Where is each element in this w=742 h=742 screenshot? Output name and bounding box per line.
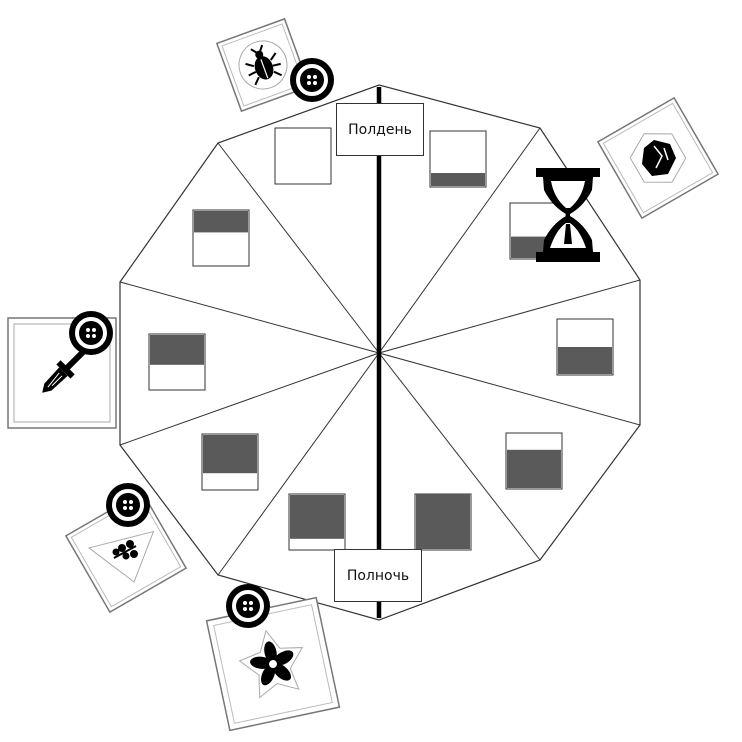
pawn-icon[interactable] bbox=[290, 58, 334, 102]
sector-fill bbox=[507, 449, 561, 488]
flower-icon bbox=[250, 641, 294, 686]
noon-label: Полдень bbox=[336, 103, 424, 156]
sector-fill bbox=[150, 335, 204, 365]
sector-fill bbox=[290, 495, 344, 539]
sector-slot-midnight-right[interactable] bbox=[414, 493, 472, 551]
sector-lines bbox=[119, 127, 641, 576]
pawn-icon[interactable] bbox=[106, 483, 150, 527]
herb-icon bbox=[112, 540, 138, 560]
sector-fill bbox=[194, 211, 248, 233]
sector-slot-left-2[interactable] bbox=[148, 333, 206, 391]
sector-fill bbox=[416, 494, 470, 549]
sector-slot-left-1[interactable] bbox=[192, 209, 250, 267]
beetle-card[interactable] bbox=[215, 17, 311, 113]
hourglass-icon[interactable] bbox=[536, 168, 600, 262]
gem-card[interactable] bbox=[596, 96, 720, 220]
herb-card[interactable] bbox=[64, 490, 188, 614]
midnight-label: Полночь bbox=[334, 549, 422, 602]
sector-slot-midnight-left[interactable] bbox=[288, 493, 346, 551]
sector-slot-right-3[interactable] bbox=[505, 432, 563, 490]
flower-card[interactable] bbox=[205, 596, 341, 732]
pawn-icon[interactable] bbox=[69, 311, 113, 355]
pawn-icon[interactable] bbox=[226, 584, 270, 628]
sector-slot-left-3[interactable] bbox=[201, 433, 259, 491]
sector-slot-noon-right[interactable] bbox=[429, 130, 487, 188]
sector-fill bbox=[203, 435, 257, 474]
sector-slot-noon-left[interactable] bbox=[274, 127, 332, 185]
beetle-icon bbox=[245, 44, 283, 86]
gem-icon bbox=[642, 140, 676, 176]
sector-fill bbox=[431, 173, 485, 186]
sector-slot-right-2[interactable] bbox=[556, 318, 614, 376]
sector-fill bbox=[558, 347, 612, 374]
